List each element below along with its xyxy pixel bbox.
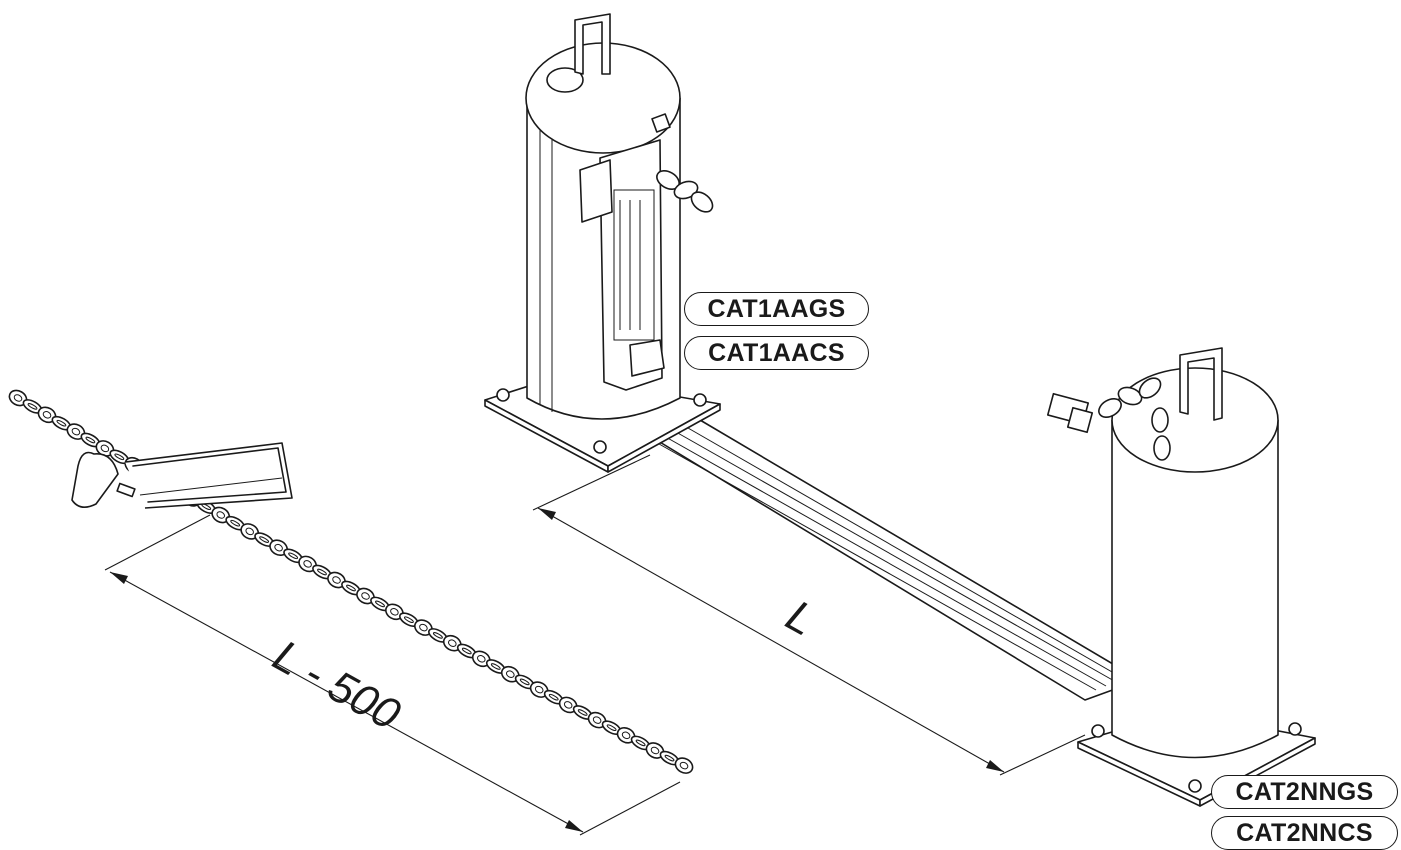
hacksaw-grip [71, 451, 119, 508]
chain-link-hole [477, 655, 486, 663]
chain-link-hole [490, 663, 501, 670]
code-left-coated: CAT1AACS [684, 336, 869, 370]
chain-link-hole [332, 576, 341, 584]
right-post-cylinder [1111, 420, 1279, 759]
chain-link-hole [534, 685, 544, 694]
chain-link-hole [85, 436, 96, 444]
chain-link-hole [56, 419, 67, 427]
receiver-bollard-post [1046, 347, 1316, 807]
chain-link-hole [346, 584, 356, 592]
chain-link-hole [71, 427, 81, 436]
chain-link-hole [563, 701, 573, 709]
chain-link [674, 757, 694, 774]
chain-link-hole [361, 592, 370, 600]
chain-link-hole [288, 552, 299, 560]
chain-link-hole [27, 403, 38, 410]
main-bollard-post [484, 13, 721, 473]
chain-link-hole [621, 731, 631, 740]
anchor-bolt [1091, 724, 1105, 738]
chain-link-hole [650, 746, 660, 755]
anchor-bolt [1288, 722, 1302, 736]
right-post-top [1111, 367, 1279, 473]
anchor-bolt [593, 440, 607, 454]
chain-link-hole [448, 639, 457, 647]
hacksaw-icon [71, 442, 293, 509]
code-right-galvanized: CAT2NNGS [1211, 775, 1398, 809]
code-left-galvanized: CAT1AAGS [684, 292, 869, 326]
chain-link-hole [317, 568, 327, 576]
anchor-bolt [496, 388, 510, 402]
chain-link-hole [664, 754, 675, 762]
padlock-icon [1046, 377, 1171, 461]
chain-link-hole [230, 519, 241, 527]
chain-link-hole [375, 600, 385, 608]
chain-link-hole [403, 616, 414, 623]
chain-link-hole [506, 670, 515, 678]
chain-attachment [656, 170, 714, 213]
anchor-bolt [693, 393, 707, 407]
chain-link-hole [432, 632, 443, 639]
trench-channel [639, 419, 1141, 701]
barrier-length-label: L [778, 591, 823, 646]
code-right-coated: CAT2NNCS [1211, 816, 1398, 850]
chain-link-hole [303, 560, 312, 568]
chain-link-hole [100, 444, 110, 453]
dimension-chain-length: L - 500 [104, 514, 681, 836]
chain-link-hole [519, 678, 530, 686]
chain-link-hole [114, 453, 125, 461]
chain-link-hole [592, 716, 602, 724]
chain-link-hole [577, 709, 588, 716]
chain-link-hole [216, 511, 225, 519]
chain-link-hole [606, 724, 617, 731]
chain-link-hole [274, 543, 283, 552]
anchor-bolt [1188, 779, 1202, 793]
chain-link-hole [548, 693, 559, 701]
chain-link-hole [390, 608, 399, 616]
chain-link-hole [42, 411, 52, 419]
lifting-handle [574, 13, 611, 75]
chain-link-hole [461, 647, 472, 655]
chain-link-hole [635, 739, 646, 747]
chain-length-label: L - 500 [265, 631, 408, 740]
chain-link-hole [679, 761, 689, 770]
chain-link-hole [245, 527, 254, 536]
chain-link-hole [13, 394, 23, 402]
chain-link-hole [259, 536, 270, 543]
chain-link-hole [419, 623, 428, 632]
